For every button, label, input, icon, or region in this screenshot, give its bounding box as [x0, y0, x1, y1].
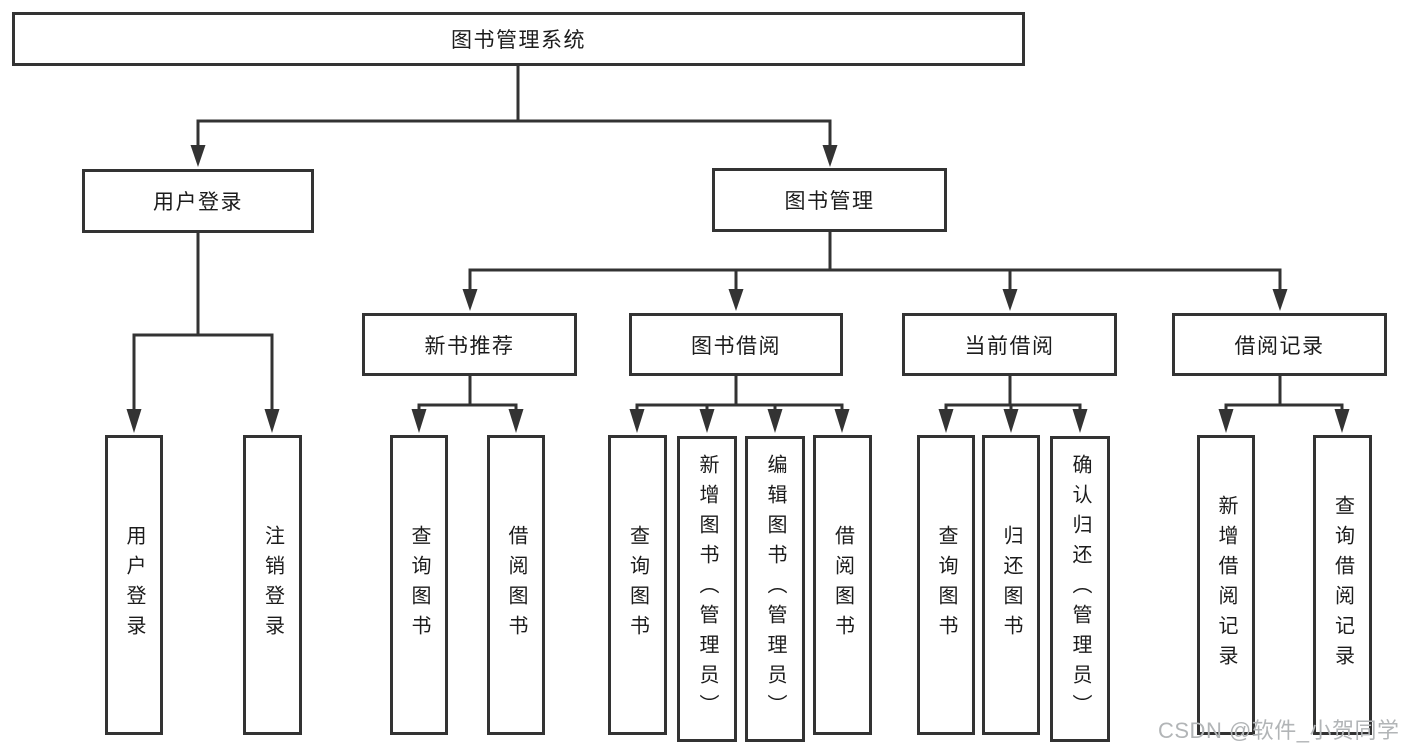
leaf-label: 查询图书	[935, 525, 957, 645]
node-label: 当前借阅	[964, 334, 1055, 358]
leaf-borrow-books-borrow: 借阅图书	[813, 435, 872, 735]
watermark: CSDN @软件_小贺同学	[1158, 718, 1400, 743]
node-label: 借阅记录	[1234, 334, 1325, 358]
leaf-label: 注销登录	[261, 525, 284, 645]
leaf-label: 借阅图书	[505, 525, 527, 645]
node-book-management: 图书管理	[712, 168, 947, 232]
node-book-borrow: 图书借阅	[629, 313, 843, 376]
leaf-query-books-current: 查询图书	[917, 435, 975, 735]
leaf-query-borrow-record: 查询借阅记录	[1313, 435, 1372, 735]
leaf-user-login: 用户登录	[105, 435, 163, 735]
node-label: 图书管理	[784, 190, 875, 213]
node-label: 图书借阅	[691, 334, 781, 358]
node-label: 用户登录	[153, 191, 243, 214]
node-user-login: 用户登录	[82, 169, 314, 233]
leaf-confirm-return-admin: 确认归还（管理员）	[1050, 436, 1110, 742]
leaf-label: 用户登录	[123, 525, 145, 645]
leaf-label: 借阅图书	[831, 525, 854, 645]
leaf-label: 查询图书	[408, 525, 430, 645]
leaf-label: 查询借阅记录	[1331, 495, 1354, 675]
leaf-query-books-recommend: 查询图书	[390, 435, 448, 735]
leaf-label: 归还图书	[1000, 525, 1022, 645]
leaf-return-book: 归还图书	[982, 435, 1040, 735]
leaf-label: 确认归还（管理员）	[1069, 454, 1091, 724]
leaf-borrow-books-recommend: 借阅图书	[487, 435, 545, 735]
node-label: 图书管理系统	[451, 29, 586, 52]
leaf-add-book-admin: 新增图书（管理员）	[677, 436, 737, 742]
node-borrow-records: 借阅记录	[1172, 313, 1387, 376]
leaf-add-borrow-record: 新增借阅记录	[1197, 435, 1255, 735]
node-new-book-recommend: 新书推荐	[362, 313, 577, 376]
leaf-query-books-borrow: 查询图书	[608, 435, 667, 735]
leaf-label: 查询图书	[626, 525, 649, 645]
node-label: 新书推荐	[424, 334, 515, 358]
leaf-label: 编辑图书（管理员）	[764, 454, 786, 724]
leaf-edit-book-admin: 编辑图书（管理员）	[745, 436, 805, 742]
node-book-management-system: 图书管理系统	[12, 12, 1025, 66]
leaf-logout: 注销登录	[243, 435, 302, 735]
leaf-label: 新增图书（管理员）	[696, 454, 718, 724]
node-current-borrow: 当前借阅	[902, 313, 1117, 376]
leaf-label: 新增借阅记录	[1215, 495, 1237, 675]
